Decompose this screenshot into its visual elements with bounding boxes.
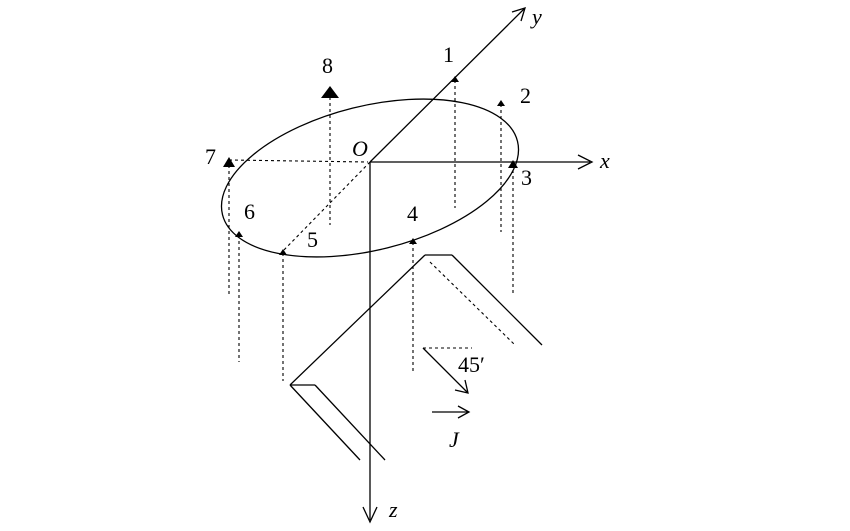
bent-conductor (289, 254, 543, 461)
point-8-label: 8 (322, 53, 333, 78)
y-axis (281, 7, 526, 253)
point-7-marker (223, 157, 235, 167)
current-label: J (449, 427, 460, 452)
point-markers (223, 76, 518, 255)
point-5-marker (279, 249, 287, 255)
point-8-marker (321, 86, 339, 98)
point-2-label: 2 (520, 83, 531, 108)
point-2-marker (497, 100, 505, 106)
current-arrow (432, 405, 471, 419)
z-axis-label: z (388, 497, 398, 522)
z-axis (362, 162, 378, 524)
point-3-marker (508, 160, 518, 168)
angle-indicator (422, 347, 472, 394)
x-axis (370, 154, 594, 170)
x-axis-label: x (599, 148, 610, 173)
point-6-label: 6 (244, 199, 255, 224)
point-4-marker (409, 238, 417, 244)
point-4-label: 4 (407, 201, 418, 226)
point-6-marker (235, 231, 243, 237)
point-1-label: 1 (443, 42, 454, 67)
loop-ellipse (220, 98, 520, 258)
point-5-label: 5 (307, 227, 318, 252)
point-7-label: 7 (205, 144, 216, 169)
point-3-label: 3 (521, 165, 532, 190)
projection-line-7 (228, 159, 369, 163)
angle-label: 45′ (458, 352, 485, 377)
origin-label: O (352, 136, 368, 161)
projection-lines (228, 80, 514, 381)
y-axis-label: y (530, 4, 542, 29)
point-1-marker (451, 76, 459, 82)
